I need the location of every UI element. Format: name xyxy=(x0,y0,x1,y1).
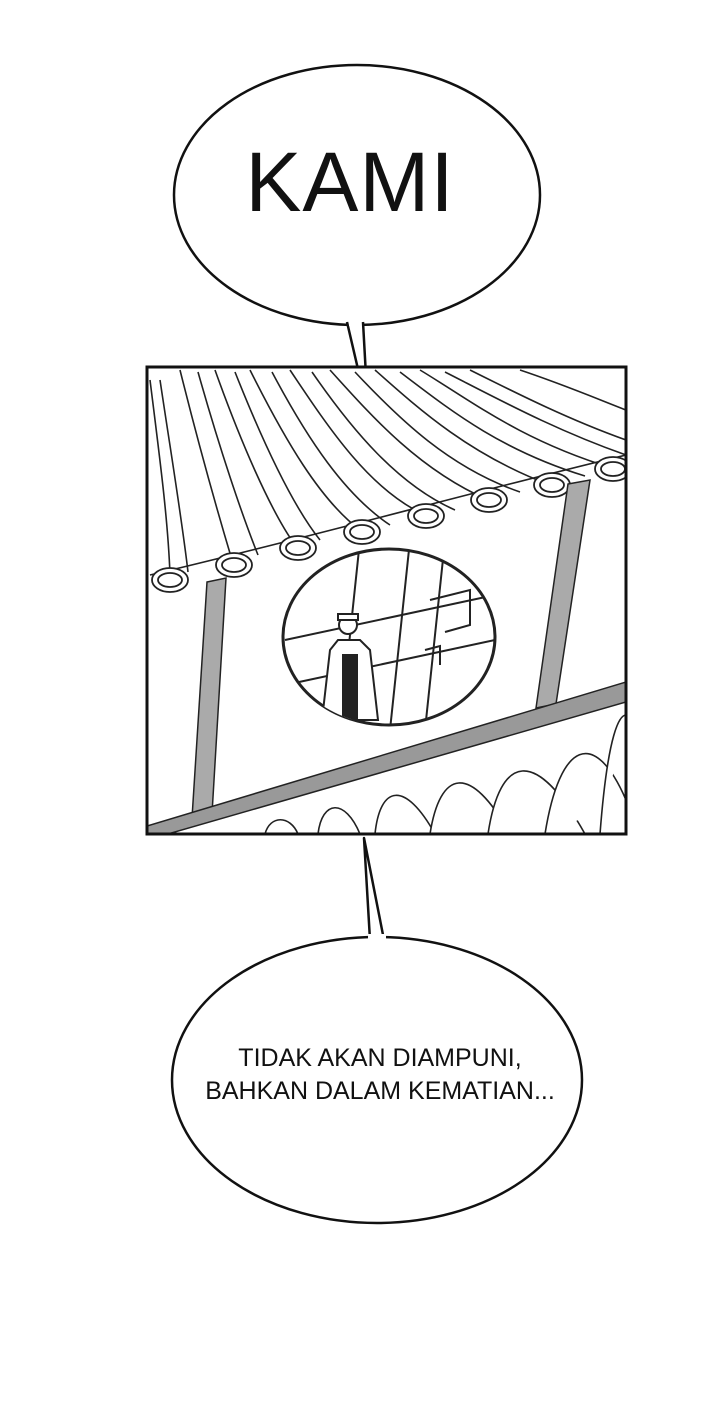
speech-text-bottom: TIDAK AKAN DIAMPUNI, BAHKAN DALAM KEMATIA… xyxy=(180,1042,580,1107)
speech-text-kami: KAMI xyxy=(245,135,455,229)
standing-figure xyxy=(320,613,380,721)
speech-bubble-bottom xyxy=(170,836,584,1225)
roof-beam xyxy=(147,681,626,834)
roof-tiles-upper xyxy=(149,369,626,576)
speech-line-2: BAHKAN DALAM KEMATIAN... xyxy=(205,1076,555,1105)
speech-bubble-top xyxy=(172,63,542,414)
round-window xyxy=(281,547,497,727)
comic-panel xyxy=(145,365,628,836)
speech-line-1: TIDAK AKAN DIAMPUNI, xyxy=(238,1044,522,1072)
roof-tiles-lower xyxy=(264,714,626,834)
